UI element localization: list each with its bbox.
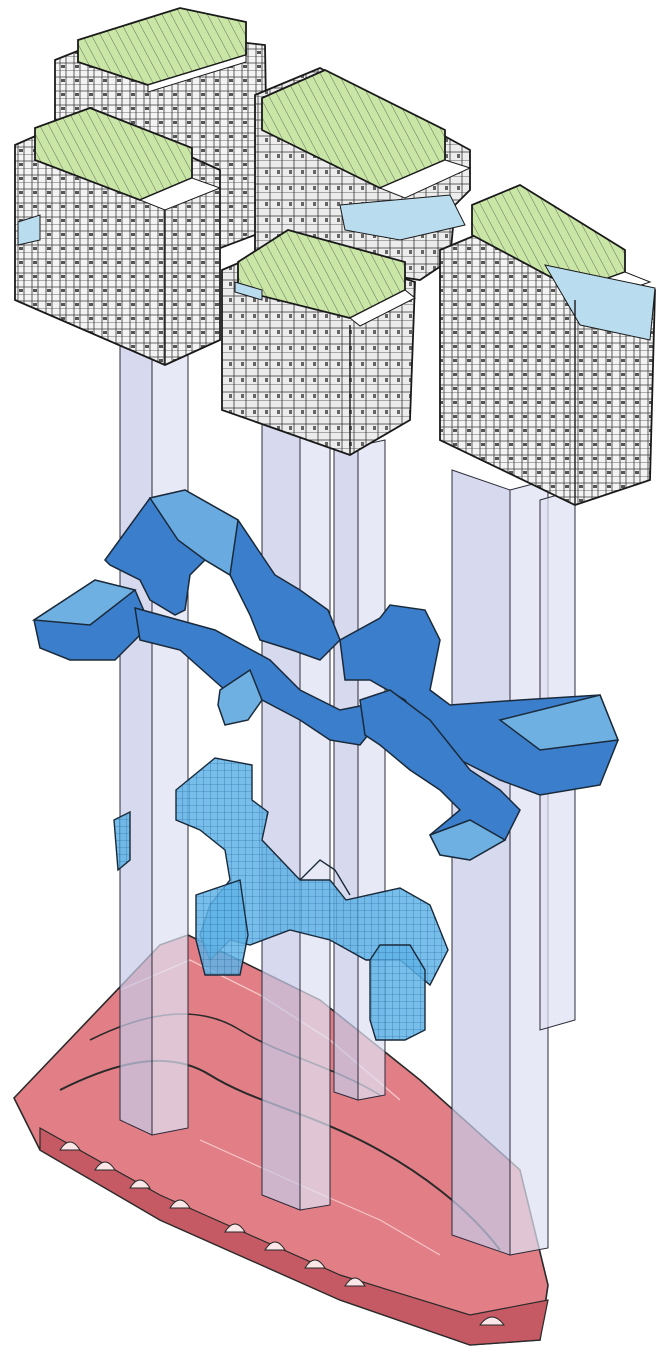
core-2 (261, 419, 331, 1211)
core-1 (119, 344, 189, 1136)
circulation-bridges (31, 489, 620, 861)
tower-5 (439, 183, 656, 506)
circulation-ramps (113, 757, 449, 1041)
core-4 (451, 469, 549, 1256)
tower-3 (14, 107, 222, 366)
tower-4 (221, 229, 416, 456)
tower-2 (254, 67, 472, 281)
